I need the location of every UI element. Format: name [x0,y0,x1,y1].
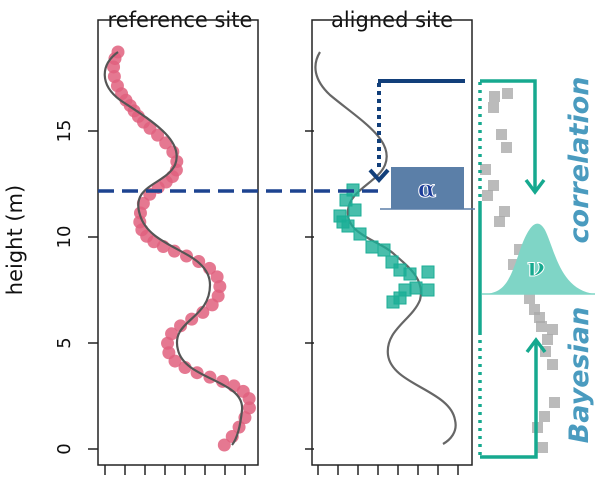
aligned-point [409,281,423,295]
aligned-points [333,183,435,309]
aligned-point [377,243,391,257]
proxy-point [499,206,510,217]
proxy-point [524,293,535,304]
proxy-point [494,216,505,227]
proxy-point [496,129,507,140]
y-tick-0: 0 [54,443,75,454]
proxy-point [482,190,493,201]
reference-point [174,319,188,333]
proxy-point [547,324,558,335]
aligned-point [365,240,379,254]
shift-arrow-icon [368,168,390,183]
reference-point [159,136,173,150]
aligned-point [421,265,435,279]
reference-point [161,336,175,350]
reference-point [205,298,219,312]
correlation-label: correlation [564,77,595,244]
aligned-point [353,227,367,241]
aligned-point [398,283,412,297]
reference-point [216,374,230,388]
proxy-point [534,312,545,323]
aligned-point [386,295,400,309]
aligned-point [421,283,435,297]
reference-point [167,244,181,258]
y-tick-5: 5 [54,337,75,348]
proxy-point [489,91,500,102]
proxy-point [488,180,499,191]
bracket [478,79,547,459]
reference-point [242,401,256,415]
y-axis: 0 5 10 15 [54,120,314,455]
proxy-point [542,334,553,345]
proxy-point [547,359,558,370]
reference-point [107,60,121,74]
y-tick-15: 15 [54,120,75,143]
proxy-point [514,244,525,255]
y-tick-10: 10 [54,226,75,249]
alpha-symbol: α [418,174,436,203]
reference-point [196,305,210,319]
proxy-point [508,259,519,270]
proxy-point [480,164,491,175]
proxy-point [539,411,550,422]
x-axis-ticks [104,465,459,475]
reference-curve [103,51,244,446]
proxy-point [501,142,512,153]
bayesian-label: Bayesian [564,307,595,444]
proxy-point [529,304,540,315]
proxy-point [502,88,513,99]
reference-point [213,279,227,293]
reference-point [242,392,256,406]
aligned-point [348,203,362,217]
aligned-point [403,267,417,281]
distribution-curve [482,223,595,294]
proxy-point [537,442,548,453]
reference-point [217,438,231,452]
proxy-point [536,321,547,332]
aligned-curve [314,51,457,445]
reference-point [151,128,165,142]
proxy-point [549,397,560,408]
alpha-box [391,167,464,209]
reference-plot-frame [97,19,259,466]
aligned-point [336,215,350,229]
reference-point [168,354,182,368]
aligned-plot-frame [311,19,473,466]
proxy-point [488,102,499,113]
aligned-point [339,193,353,207]
nu-symbol: ν [527,253,545,283]
y-axis-label: height (m) [3,185,27,295]
